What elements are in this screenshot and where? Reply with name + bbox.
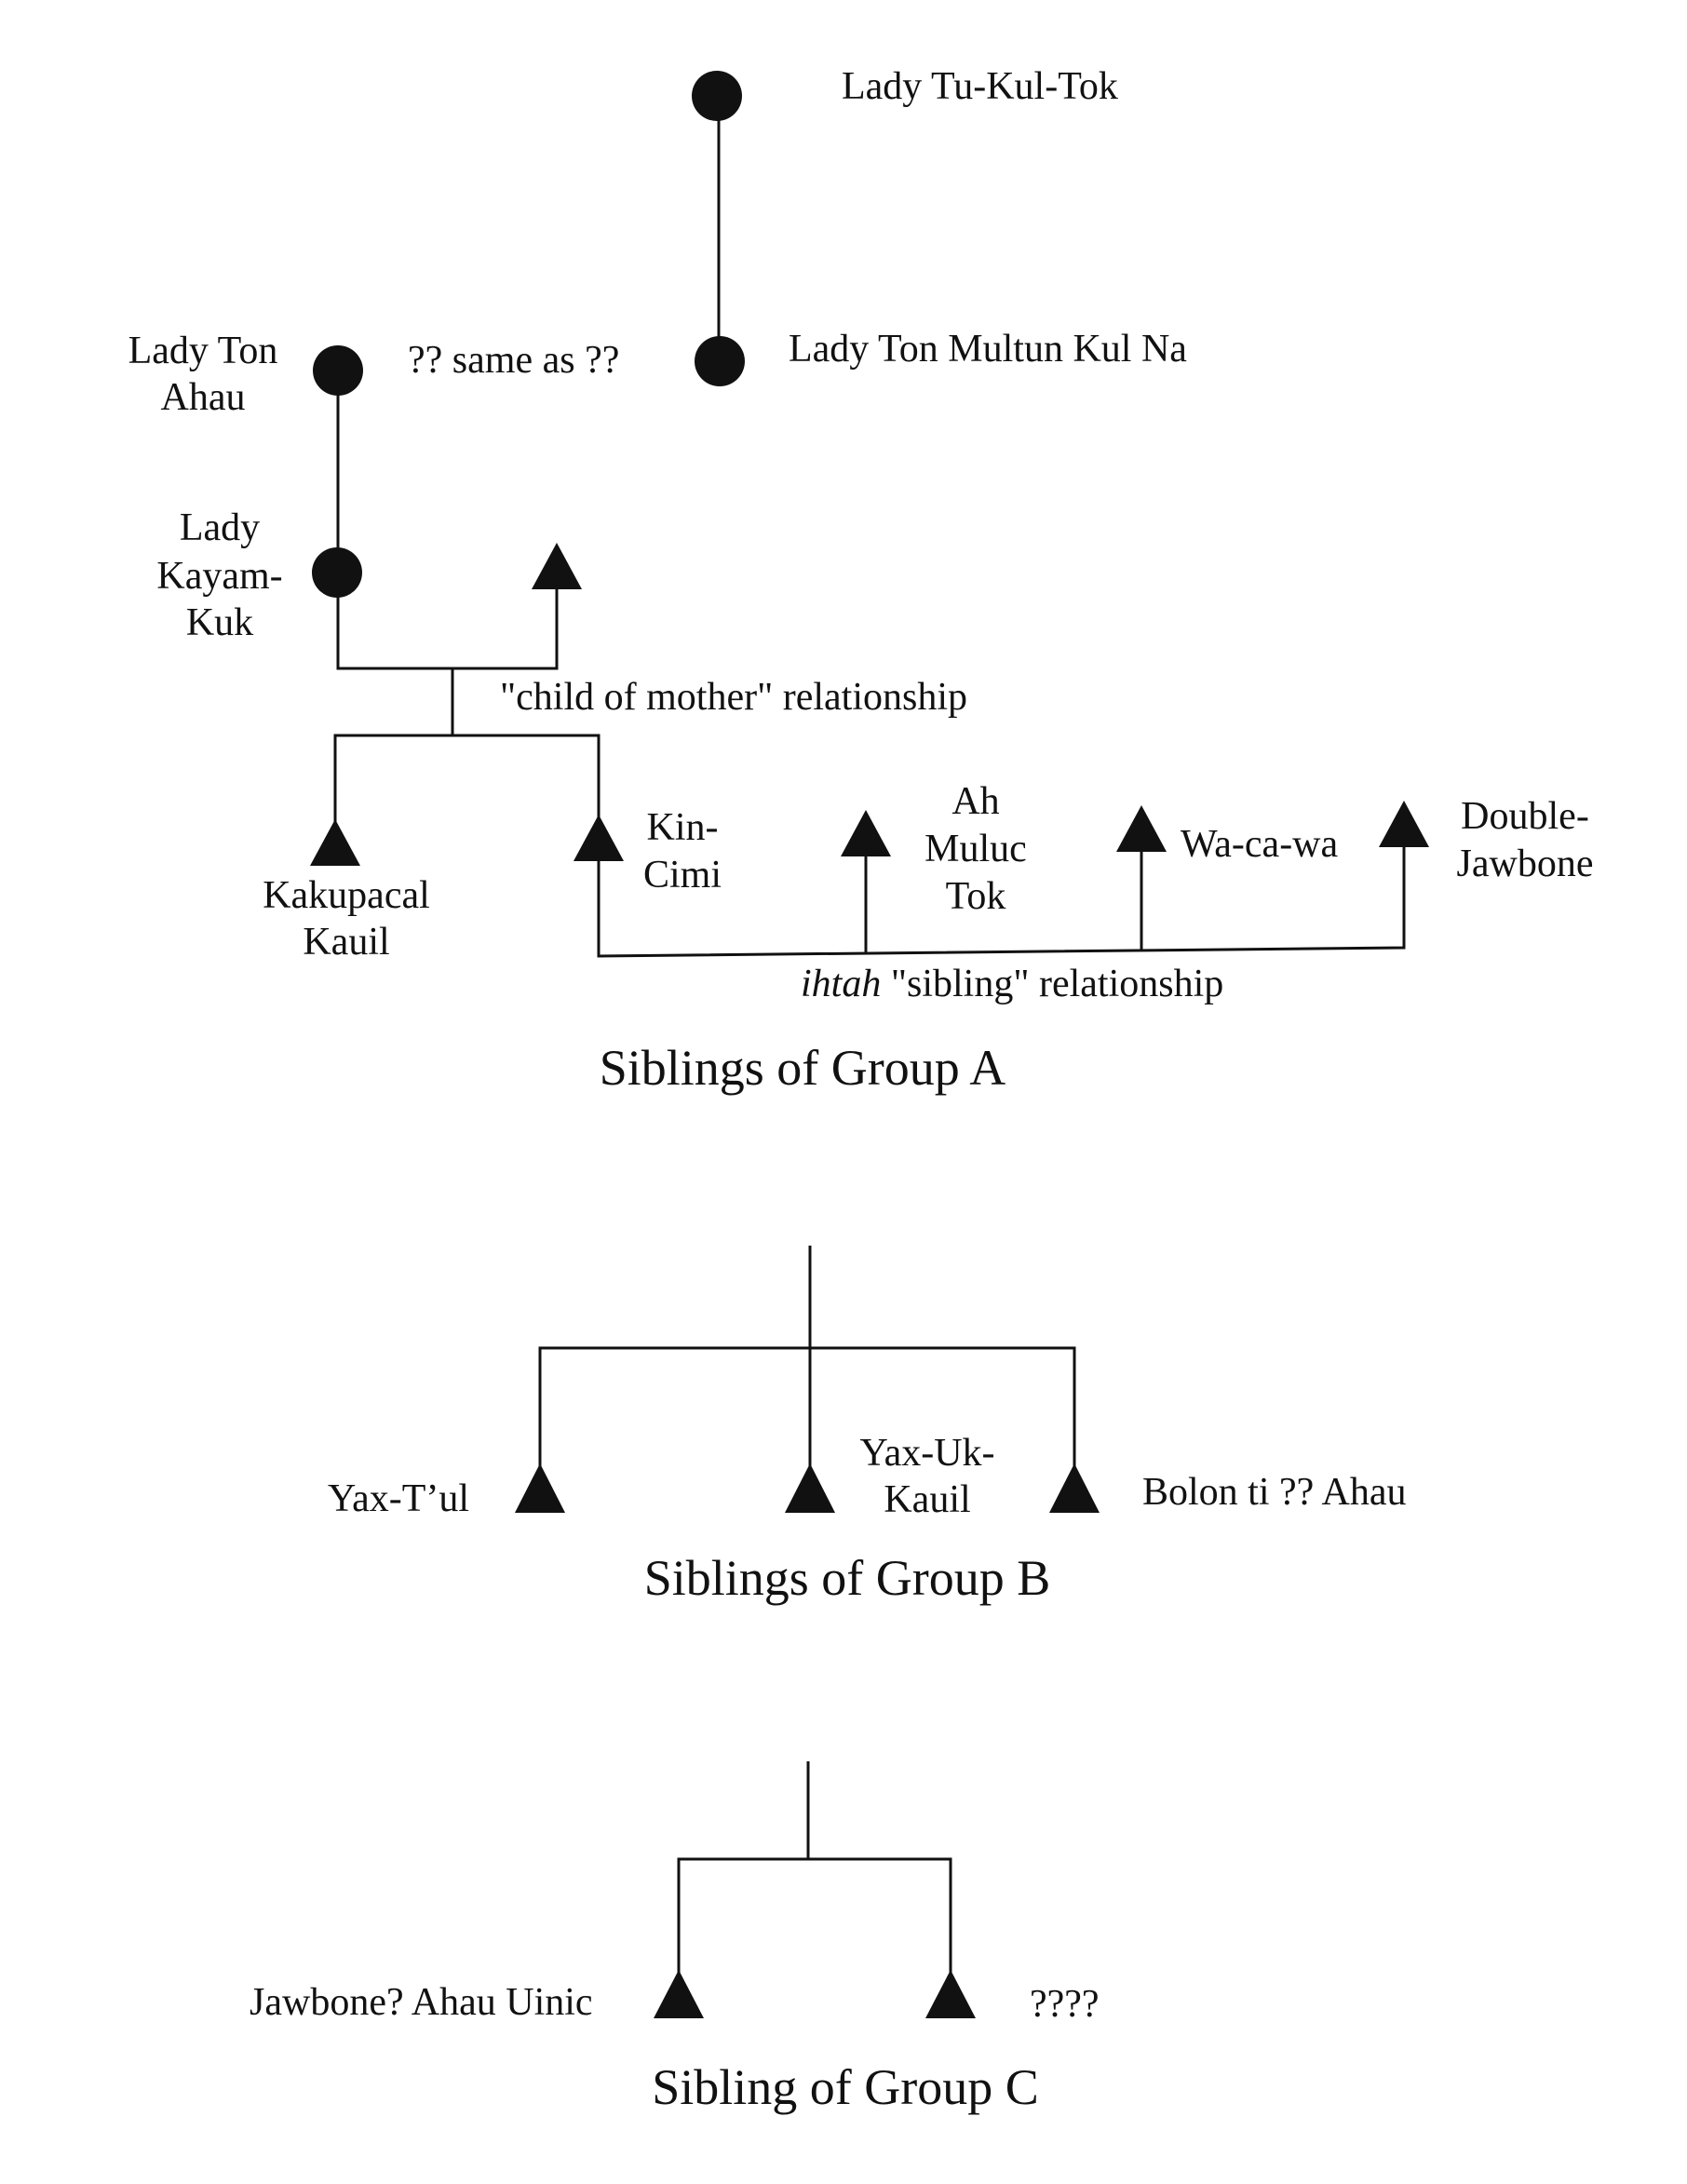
- label-ton-multun: Lady Ton Multun Kul Na: [789, 328, 1187, 371]
- label-double-jawbone-line2: Jawbone: [1457, 843, 1594, 885]
- male-node-jawbone-ahau-uinic: [654, 1970, 704, 2018]
- male-node-wa-ca-wa: [1116, 805, 1167, 852]
- male-node-bolon: [1049, 1463, 1100, 1513]
- male-node-kakupacal: [310, 819, 360, 866]
- label-kakupacal-line2: Kauil: [303, 921, 389, 964]
- line-marriage-bar: [336, 573, 559, 670]
- label-kayam-line3: Kuk: [186, 601, 253, 644]
- label-sibling-rest: "sibling" relationship: [881, 963, 1223, 1005]
- group-a-labels: Lady Tu-Kul-Tok Lady Ton Multun Kul Na ?…: [128, 65, 1594, 1096]
- label-ah-muluc-line1: Ah: [951, 780, 999, 823]
- label-kakupacal-line1: Kakupacal: [263, 874, 430, 917]
- group-a-nodes: [310, 71, 1429, 866]
- line-group-b-bar: [538, 1346, 1076, 1471]
- label-jawbone-ahau-uinic: Jawbone? Ahau Uinic: [250, 1981, 593, 2024]
- label-tu-kul-tok: Lady Tu-Kul-Tok: [842, 65, 1118, 108]
- male-node-ah-muluc-tok: [841, 810, 891, 856]
- label-wa-ca-wa: Wa-ca-wa: [1181, 823, 1339, 866]
- male-node-unknown: [925, 1970, 976, 2018]
- male-node-kin-cimi: [574, 815, 624, 861]
- label-ah-muluc-line2: Muluc: [924, 828, 1027, 870]
- label-sibling-relationship: ihtah "sibling" relationship: [801, 963, 1223, 1005]
- label-ton-ahau-line1: Lady Ton: [128, 330, 278, 372]
- label-kayam-line2: Kayam-: [156, 555, 282, 598]
- caption-group-b: Siblings of Group B: [644, 1550, 1051, 1606]
- label-ihtah-term: ihtah: [801, 963, 881, 1005]
- caption-group-a: Siblings of Group A: [600, 1040, 1006, 1096]
- label-yax-tul: Yax-T’ul: [328, 1477, 469, 1520]
- male-node-double-jawbone: [1379, 801, 1429, 847]
- line-group-c-bar: [677, 1857, 952, 1978]
- line-child-of-mother-bar: [333, 734, 601, 824]
- line-sibling-bar: [597, 843, 1406, 958]
- group-c: Jawbone? Ahau Uinic ???? Sibling of Grou…: [250, 1761, 1100, 2115]
- label-same-as: ?? same as ??: [408, 339, 619, 382]
- label-kin-cimi-line1: Kin-: [647, 806, 719, 849]
- label-unknown: ????: [1030, 1983, 1100, 2026]
- group-a-lines: [333, 96, 1406, 958]
- female-node-tu-kul-tok: [692, 71, 742, 121]
- female-node-kayam-kuk: [312, 547, 362, 598]
- label-yax-uk-line2: Kauil: [884, 1478, 970, 1521]
- label-double-jawbone-line1: Double-: [1461, 795, 1589, 838]
- female-node-ton-multun: [695, 336, 745, 386]
- caption-group-c: Sibling of Group C: [652, 2059, 1039, 2115]
- label-kin-cimi-line2: Cimi: [643, 854, 722, 897]
- label-ton-ahau-line2: Ahau: [161, 376, 246, 419]
- label-child-of-mother: "child of mother" relationship: [500, 676, 967, 719]
- male-node-yax-uk-kauil: [785, 1463, 835, 1513]
- label-bolon: Bolon ti ?? Ahau: [1142, 1471, 1406, 1514]
- group-b: Yax-T’ul Yax-Uk- Kauil Bolon ti ?? Ahau …: [328, 1246, 1406, 1606]
- male-node-spouse-unnamed: [532, 543, 582, 589]
- female-node-ton-ahau: [313, 345, 363, 396]
- label-ah-muluc-line3: Tok: [946, 875, 1006, 918]
- label-kayam-line1: Lady: [180, 506, 260, 549]
- male-node-yax-tul: [515, 1463, 565, 1513]
- label-yax-uk-line1: Yax-Uk-: [859, 1432, 994, 1475]
